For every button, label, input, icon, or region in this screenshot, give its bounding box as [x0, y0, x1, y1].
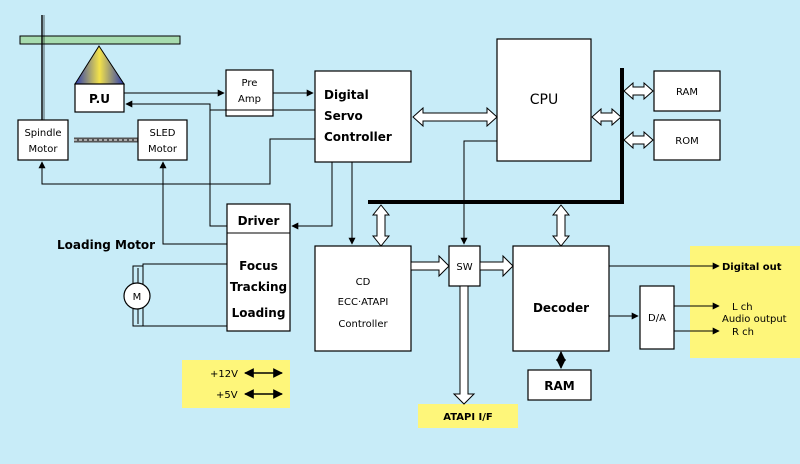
ram-top-block [653, 70, 721, 112]
decoder-block [512, 245, 610, 352]
loading-motor-icon [123, 282, 151, 310]
servo-label-1: Digital [324, 88, 369, 102]
driver-block [226, 203, 291, 332]
driver-line-loading: Loading [232, 306, 286, 320]
spindle-label-2: Motor [29, 144, 59, 155]
sled-label-2: Motor [148, 144, 178, 155]
bus-arrow-cd-sw [410, 254, 450, 278]
power-highlight [182, 360, 290, 408]
servo-label-2: Servo [324, 109, 363, 123]
cd-label-3: Controller [338, 319, 388, 330]
lch-label: L ch [732, 302, 753, 313]
sled-motor-block [137, 119, 188, 161]
sled-label-1: SLED [150, 128, 176, 139]
preamp-label-2: Amp [238, 94, 261, 105]
servo-controller-block [314, 70, 412, 163]
driver-title: Driver [238, 214, 280, 228]
da-block [639, 285, 675, 350]
loading-motor-symbol: M [133, 292, 142, 303]
cd-label-2: ECC·ATAPI [338, 297, 389, 308]
bus-arrow-ram-top [623, 81, 654, 101]
v12-label: +12V [210, 369, 238, 380]
rom-block [653, 119, 721, 161]
servo-label-3: Controller [324, 130, 392, 144]
decoder-label: Decoder [533, 301, 589, 315]
preamp-block [225, 69, 274, 117]
atapi-highlight [418, 404, 518, 428]
atapi-label: ATAPI I/F [443, 412, 492, 423]
sw-label: SW [456, 262, 472, 273]
bus-arrow-bus-cd [371, 204, 391, 247]
arrow-cpu-to-sw [460, 140, 497, 245]
audio-output-label: Audio output [722, 314, 787, 325]
ram-bottom-block [527, 369, 592, 401]
bus-arrow-rom [623, 130, 654, 150]
cpu-label: CPU [530, 92, 558, 108]
pickup-lens-icon [74, 45, 125, 85]
da-label: D/A [648, 313, 666, 324]
ram-bottom-label: RAM [544, 379, 574, 393]
preamp-label-1: Pre [242, 78, 258, 89]
arrow-driver-to-sled [159, 161, 227, 245]
wire-servo-to-driver [209, 110, 227, 227]
arrow-servo-to-pu [125, 100, 315, 111]
disc-rail [19, 35, 181, 45]
rch-label: R ch [732, 327, 754, 338]
arrow-servo-to-spindle [38, 138, 315, 185]
bus-arrow-bus-decoder [551, 204, 571, 247]
bus-arrow-sw-decoder [479, 254, 514, 278]
digital-out-label: Digital out [722, 262, 782, 273]
wire-driver-loading-top [142, 263, 227, 268]
cpu-block [496, 38, 592, 162]
ram-top-label: RAM [676, 87, 698, 98]
driver-line-focus: Focus [239, 259, 278, 273]
spindle-motor-block [17, 119, 69, 161]
sw-block [448, 245, 481, 287]
bus-arrow-cpu-bus [591, 107, 622, 127]
arrow-servo-feed-to-driver [291, 162, 333, 230]
rom-label: ROM [675, 136, 698, 147]
loading-motor-label: Loading Motor [57, 238, 155, 252]
v5-label: +5V [216, 390, 238, 401]
audio-output-highlight [690, 246, 800, 358]
spindle-label-1: Spindle [24, 128, 61, 139]
bus-arrow-cpu-servo [412, 106, 498, 128]
bus-arrow-sw-atapi [452, 285, 476, 405]
pickup-block [74, 83, 125, 113]
pickup-label: P.U [89, 92, 110, 106]
cd-label-1: CD [356, 277, 371, 288]
driver-line-tracking: Tracking [230, 280, 287, 294]
cd-controller-block [314, 245, 412, 352]
